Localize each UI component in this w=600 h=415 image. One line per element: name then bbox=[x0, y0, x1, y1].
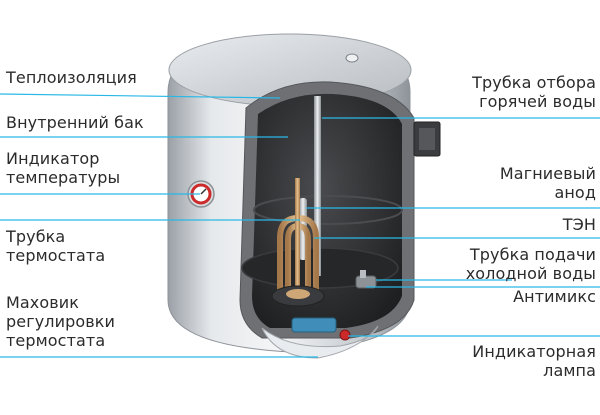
hot-water-tube bbox=[314, 96, 321, 276]
label-temperature-indicator: Индикатор температуры bbox=[6, 149, 121, 187]
bottom-lid bbox=[261, 317, 379, 359]
label-indicator-lamp: Индикаторная лампа bbox=[472, 342, 596, 380]
label-cold-water-tube: Трубка подачи холодной воды bbox=[465, 245, 596, 283]
flange bbox=[271, 285, 325, 307]
indicator-lamp bbox=[339, 329, 351, 341]
temperature-indicator bbox=[187, 180, 215, 208]
label-insulation: Теплоизоляция bbox=[6, 68, 137, 87]
label-inner-tank: Внутренний бак bbox=[6, 113, 144, 132]
leader-insulation bbox=[0, 93, 281, 99]
control-box bbox=[413, 121, 441, 157]
label-hot-water-tube: Трубка отбора горячей воды bbox=[472, 73, 596, 111]
antimix bbox=[355, 270, 377, 289]
label-thermostat-tube: Трубка термостата bbox=[6, 227, 106, 265]
label-heating-element: ТЭН bbox=[562, 215, 596, 234]
label-magnesium-anode: Магниевый анод bbox=[499, 164, 596, 202]
label-thermostat-knob: Маховик регулировки термостата bbox=[6, 293, 116, 350]
thermostat-tube bbox=[295, 178, 300, 296]
label-antimix: Антимикс bbox=[513, 287, 596, 306]
